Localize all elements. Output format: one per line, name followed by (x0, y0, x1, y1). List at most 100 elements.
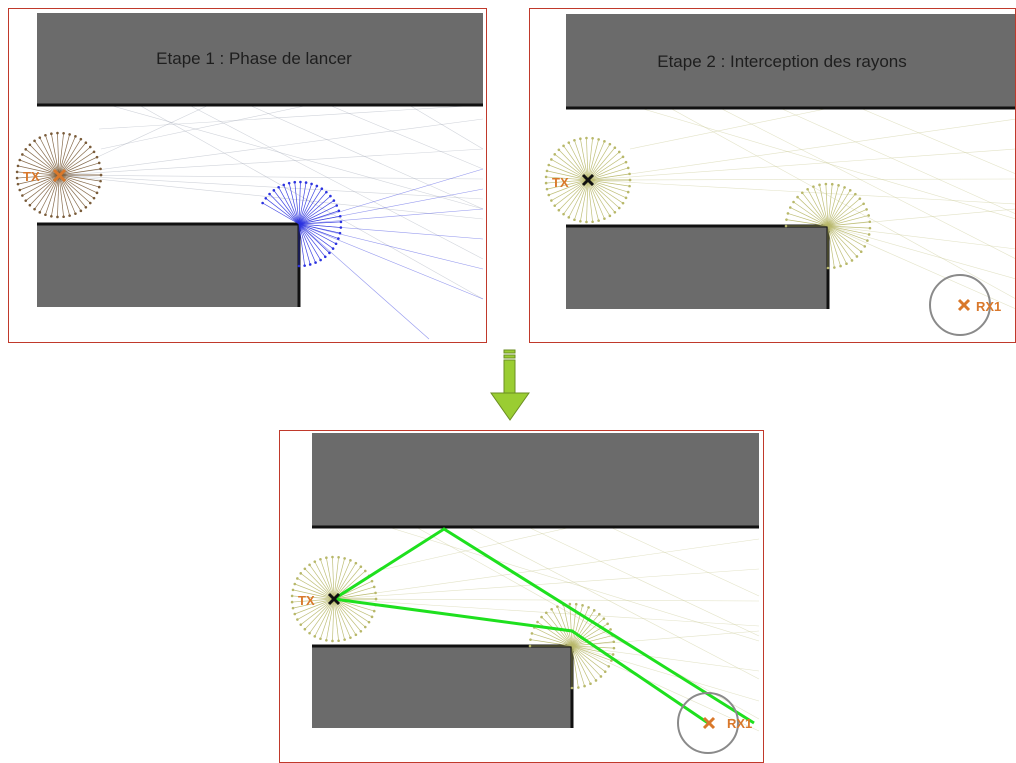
ray (827, 225, 858, 257)
bounce-ray (58, 174, 484, 200)
ray-tip (79, 209, 83, 213)
ray-tip (784, 224, 788, 228)
top-wall (312, 433, 759, 527)
ray-tip (296, 577, 299, 580)
ray-tip (303, 567, 307, 571)
ray-tip (868, 226, 872, 230)
ray-tip (363, 625, 367, 629)
ray (571, 645, 591, 684)
bottom-wall (566, 226, 828, 309)
ray-tip (374, 597, 378, 601)
ray-tip (21, 194, 24, 197)
bounce-ray (587, 148, 1015, 181)
ray (58, 136, 76, 176)
ray (297, 598, 335, 620)
ray-tip (303, 627, 307, 631)
ray (278, 187, 300, 225)
ray-tip (319, 637, 322, 641)
bounce-ray (859, 107, 1015, 174)
ray-tip (325, 190, 328, 194)
ray (827, 198, 861, 227)
ray-tip (567, 216, 571, 219)
ray (326, 557, 335, 600)
ray-tip (50, 132, 53, 135)
ray (333, 598, 345, 640)
ray (546, 170, 589, 181)
ray (587, 139, 599, 181)
down-arrow-icon (490, 349, 530, 421)
ray-tip (591, 220, 594, 224)
ray-tip (602, 617, 606, 620)
ray-tip (528, 644, 532, 648)
ray (298, 185, 318, 225)
ray-tip (363, 569, 367, 573)
ray (571, 613, 600, 647)
ray-tip (573, 218, 576, 222)
ray (563, 604, 573, 647)
top-wall (37, 13, 483, 105)
ray (45, 174, 60, 215)
ray (298, 188, 323, 225)
ray (541, 616, 573, 647)
ray (288, 183, 300, 225)
ray (298, 195, 331, 225)
ray-tip (843, 186, 846, 189)
ray-tip (99, 173, 103, 177)
diffraction-ray (298, 168, 484, 225)
ray-tip (573, 138, 576, 142)
bounce-ray (248, 104, 484, 210)
ray-tip (599, 675, 603, 678)
diffraction-ray (298, 188, 484, 225)
tx-marker-icon (327, 592, 341, 606)
ray-tip (581, 604, 584, 607)
ray (580, 138, 589, 181)
ray-tip (56, 131, 59, 135)
ray (51, 133, 60, 176)
step1-title: Etape 1 : Phase de lancer (156, 49, 352, 68)
ray (17, 174, 60, 185)
ray-tip (15, 170, 19, 174)
ray (793, 201, 829, 227)
ray (292, 598, 335, 609)
bounce-ray (571, 645, 760, 672)
ray (827, 184, 833, 227)
ray (827, 190, 851, 227)
ray (58, 133, 64, 176)
ray (273, 190, 300, 225)
ray (269, 193, 300, 225)
ray (298, 223, 337, 245)
ray (17, 174, 60, 179)
ray-tip (866, 239, 869, 242)
ray (298, 183, 312, 225)
tx-marker-icon (52, 168, 67, 183)
ray-tip (824, 182, 828, 186)
ray (298, 223, 306, 266)
ray (786, 219, 829, 227)
bounce-ray (408, 104, 484, 150)
ray-tip (553, 153, 557, 156)
ray-tip (617, 150, 621, 154)
ray (58, 162, 100, 176)
rx-marker-icon (957, 298, 971, 312)
ray (827, 225, 835, 268)
ray (262, 202, 300, 225)
ray-tip (598, 612, 601, 616)
ray-tip (354, 561, 358, 565)
bounce-ray (719, 107, 1015, 259)
diffraction-ray (298, 223, 484, 270)
step1-panel: Etape 1 : Phase de lancer TX (8, 8, 487, 343)
ray (320, 598, 335, 639)
ray-tip (562, 212, 565, 216)
ray-tip (374, 591, 377, 595)
ray-tip (331, 555, 334, 559)
ray (298, 182, 307, 225)
bounce-ray (98, 104, 484, 130)
ray-tip (597, 219, 600, 222)
ray-tip (24, 148, 28, 151)
ray-tip (833, 266, 836, 269)
ray (571, 605, 583, 647)
ray (333, 562, 357, 600)
ray (333, 560, 351, 600)
ray (813, 186, 829, 227)
ray-tip (544, 611, 548, 615)
